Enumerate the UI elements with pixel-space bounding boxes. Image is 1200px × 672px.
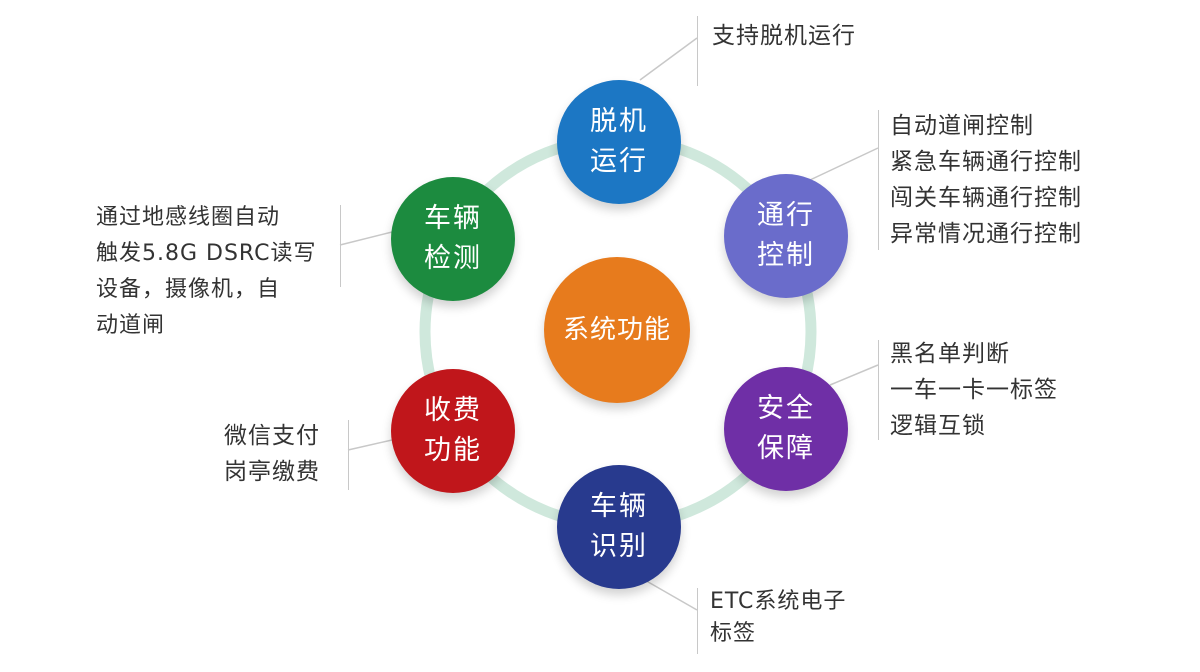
desc-detection-line: 动道闸 [96,313,166,338]
node-recognition-line2: 识别 [590,531,648,562]
node-safety-guarantee: 安全 保障 [724,367,848,491]
desc-recognition-line: 标签 [710,621,757,646]
center-node-system-function: 系统功能 [544,257,690,403]
leader-traffic [809,147,879,181]
node-traffic-control: 通行 控制 [724,174,848,298]
node-safety-line1: 安全 [757,393,815,424]
node-detection-line2: 检测 [424,243,482,274]
desc-safety-line: 逻辑互锁 [890,413,986,439]
traffic-desc-bar [878,110,879,250]
node-traffic-line1: 通行 [757,200,815,231]
desc-offline-line: 支持脱机运行 [712,23,856,49]
desc-traffic-line: 闯关车辆通行控制 [890,185,1082,211]
detection-desc-bar [340,205,341,287]
desc-toll-line: 微信支付 [224,423,320,449]
desc-traffic-line: 紧急车辆通行控制 [890,149,1082,175]
recognition-desc-bar [697,588,698,654]
desc-safety-line: 一车一卡一标签 [890,377,1058,403]
desc-safety: 黑名单判断 一车一卡一标签 逻辑互锁 [890,336,1058,444]
node-safety-line2: 保障 [757,433,815,464]
desc-detection-line: 触发5.8G DSRC读写 [96,241,317,266]
center-label: 系统功能 [562,315,671,345]
desc-offline: 支持脱机运行 [712,18,856,54]
desc-detection-line: 设备，摄像机，自 [96,277,281,302]
node-vehicle-detection: 车辆 检测 [391,177,515,301]
offline-desc-bar [697,16,698,86]
toll-desc-bar [348,420,349,490]
leader-toll [347,439,393,451]
node-offline-operation: 脱机 运行 [557,80,681,204]
desc-traffic: 自动道闸控制 紧急车辆通行控制 闯关车辆通行控制 异常情况通行控制 [890,108,1082,252]
node-toll-line1: 收费 [424,395,482,426]
leader-detection [339,231,393,246]
node-toll-function: 收费 功能 [391,369,515,493]
node-recognition-line1: 车辆 [590,491,648,522]
node-detection-line1: 车辆 [424,203,482,234]
desc-detection: 通过地感线圈自动 触发5.8G DSRC读写 设备，摄像机，自 动道闸 [96,200,317,344]
node-toll-line2: 功能 [424,435,482,466]
desc-traffic-line: 异常情况通行控制 [890,221,1082,247]
desc-detection-line: 通过地感线圈自动 [96,205,281,230]
desc-safety-line: 黑名单判断 [890,341,1010,367]
desc-recognition-line: ETC系统电子 [710,589,847,614]
desc-recognition: ETC系统电子 标签 [710,586,846,650]
leader-safety [829,364,879,386]
node-vehicle-recognition: 车辆 识别 [557,465,681,589]
node-offline-line2: 运行 [590,146,648,177]
desc-toll: 微信支付 岗亭缴费 [224,418,320,490]
desc-traffic-line: 自动道闸控制 [890,113,1034,139]
safety-desc-bar [878,340,879,440]
desc-toll-line: 岗亭缴费 [224,459,320,485]
leader-offline [639,37,698,81]
node-traffic-line2: 控制 [757,240,815,271]
node-offline-line1: 脱机 [590,106,648,137]
